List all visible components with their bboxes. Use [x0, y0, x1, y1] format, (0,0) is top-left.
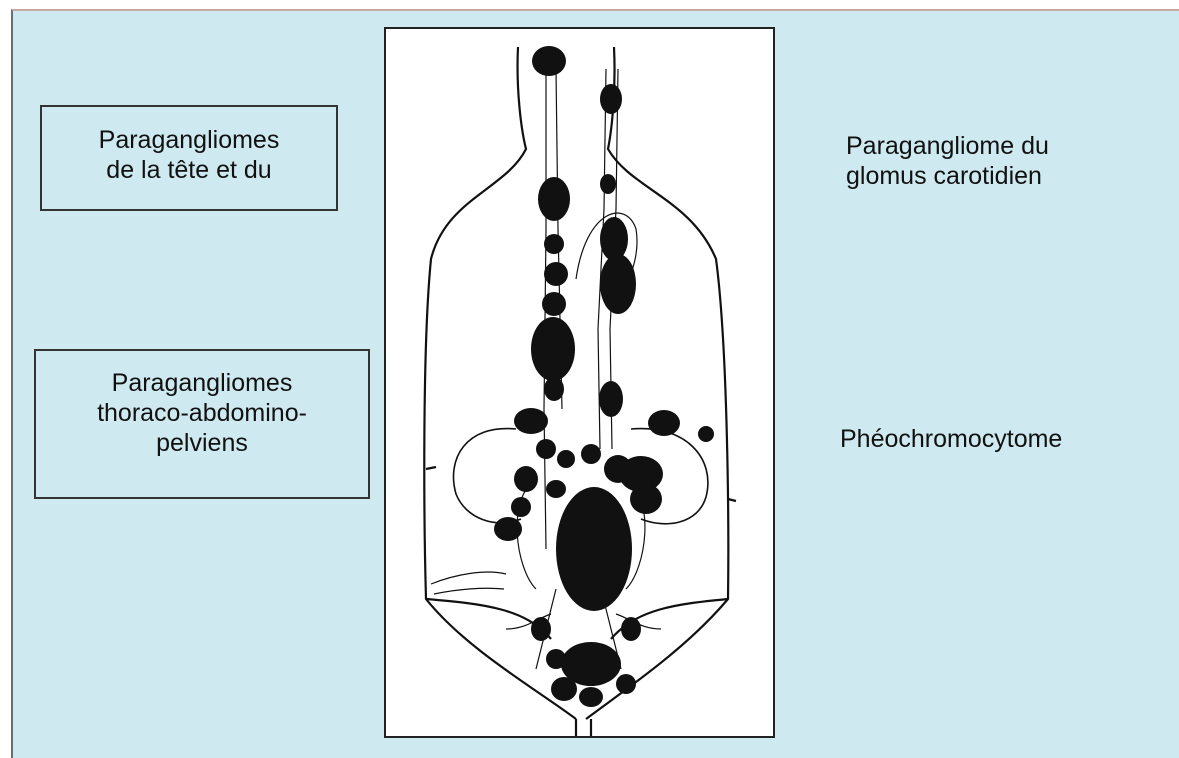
anatomical-illustration — [384, 27, 775, 738]
carotid-label-line-2: glomus carotidien — [846, 161, 1146, 191]
pelvic-mass-5 — [616, 674, 636, 694]
adrenal-mass-left — [648, 410, 680, 436]
pelvic-mass-2 — [621, 617, 641, 641]
thoraco-abdomino-pelvic-label-box: Paragangliomes thoraco-abdomino- pelvien… — [34, 349, 370, 499]
body-diagram-svg — [386, 29, 773, 736]
thoracic-label-line-1: Paragangliomes — [36, 368, 368, 398]
pelvic-mass-3 — [546, 649, 566, 669]
thoracic-mass-left — [599, 381, 623, 417]
mediastinal-mass-4 — [544, 262, 568, 286]
paraaortic-mass-9 — [494, 517, 522, 541]
body-outline — [424, 47, 736, 736]
head-neck-label-line-1: Paragangliomes — [42, 125, 336, 155]
thoracic-mass-small — [544, 377, 564, 401]
skull-base-mass — [600, 84, 622, 114]
carotid-label-line-1: Paragangliome du — [846, 131, 1146, 161]
mediastinal-mass-3 — [544, 234, 564, 254]
pelvic-mass-1 — [531, 617, 551, 641]
mediastinal-mass-2 — [600, 254, 636, 314]
paraaortic-mass-10 — [546, 480, 566, 498]
pelvic-mass-6 — [579, 687, 603, 707]
mediastinal-mass-1 — [600, 217, 628, 261]
paraaortic-mass-7 — [630, 484, 662, 514]
thoracic-label-line-3: pelviens — [36, 428, 368, 458]
mediastinal-mass-5 — [542, 292, 566, 316]
organ-of-zuckerkandl — [556, 487, 632, 611]
tumor-sites — [494, 46, 714, 707]
paraaortic-mass-3 — [581, 444, 601, 464]
paraaortic-mass-5 — [514, 466, 538, 492]
renal-mass-left — [698, 426, 714, 442]
carotid-mass-left — [600, 174, 616, 194]
carotid-body-label: Paragangliome du glomus carotidien — [846, 131, 1146, 191]
thoracic-mass-right — [531, 317, 575, 381]
head-neck-label-line-2: de la tête et du — [42, 155, 336, 185]
pheochromocytoma-label: Phéochromocytome — [840, 424, 1160, 454]
paraaortic-mass-8 — [511, 497, 531, 517]
adrenal-mass-right — [514, 408, 548, 434]
paraaortic-mass-2 — [557, 450, 575, 468]
thoracic-label-line-2: thoraco-abdomino- — [36, 398, 368, 428]
pelvic-mass-4 — [551, 677, 577, 701]
carotid-mass-right — [538, 177, 570, 221]
head-mass — [532, 46, 566, 76]
paraaortic-mass-1 — [536, 439, 556, 459]
head-neck-label-box: Paragangliomes de la tête et du — [40, 105, 338, 211]
